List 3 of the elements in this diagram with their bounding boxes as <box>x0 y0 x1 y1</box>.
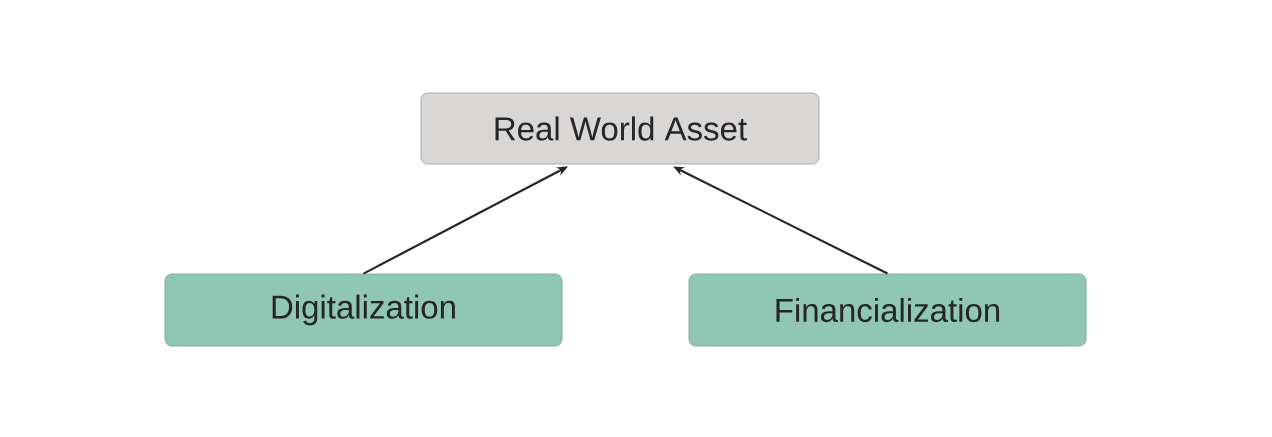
process-box: Digitalization <box>164 273 563 347</box>
process-box: Financialization <box>688 273 1087 347</box>
process-box: Real World Asset <box>420 92 820 165</box>
